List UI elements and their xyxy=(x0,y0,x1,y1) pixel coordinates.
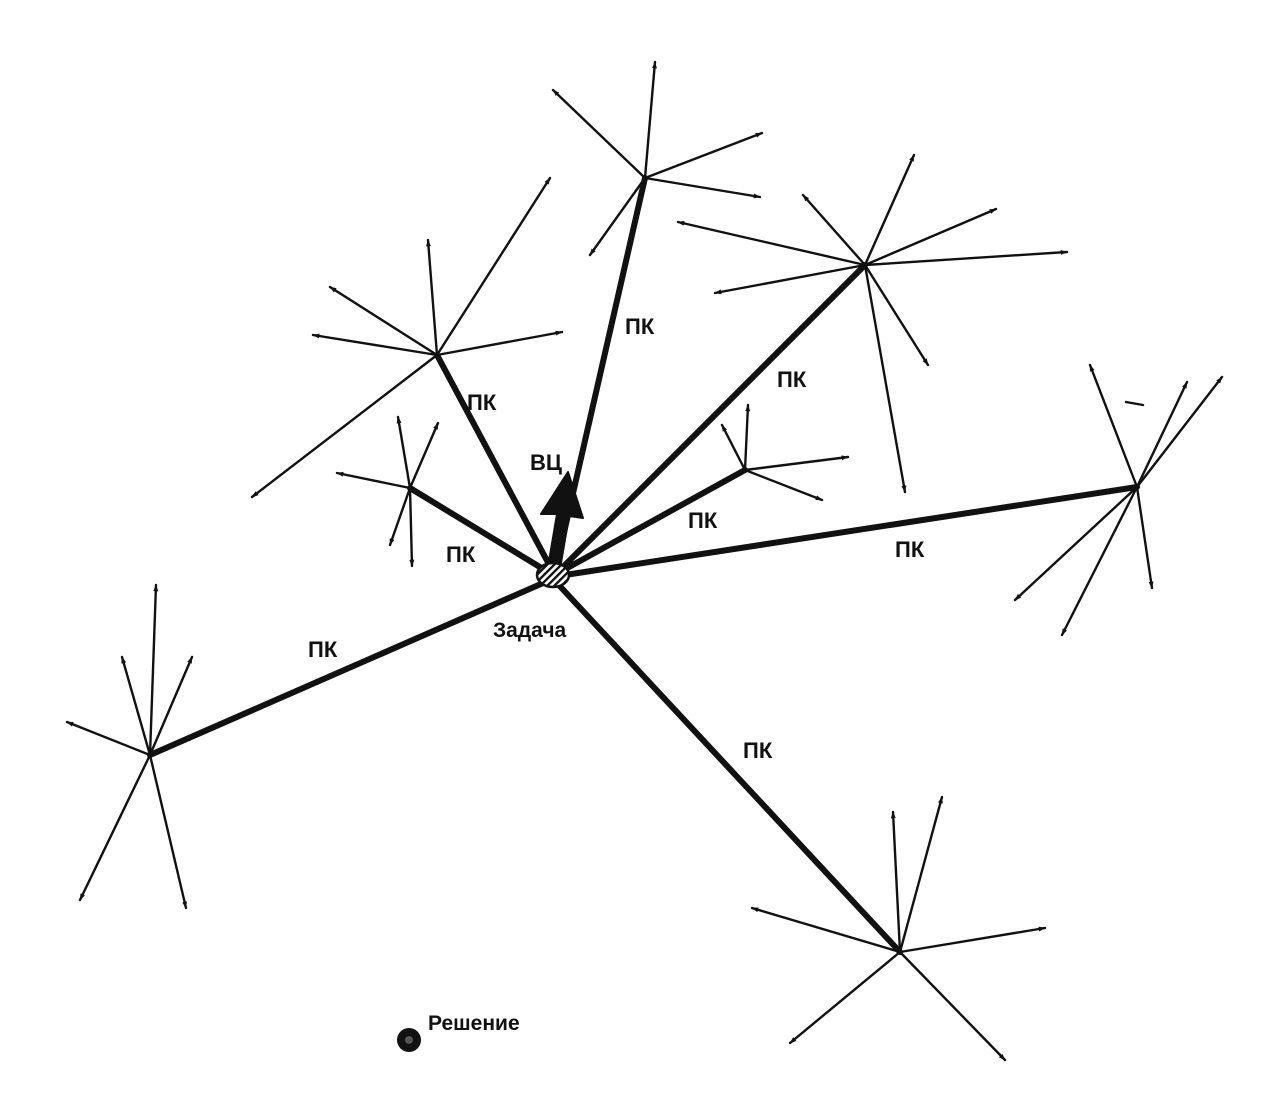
edge-label-small-right: ПК xyxy=(688,508,718,533)
edge-label-small-left: ПК xyxy=(446,542,476,567)
branch-hub-small-left xyxy=(335,415,440,568)
edge-label-far-right: ПК xyxy=(895,537,925,562)
edge-label-top: ПК xyxy=(625,314,655,339)
branch-hub-small-right xyxy=(720,403,850,502)
branch-hub-far-left xyxy=(65,583,194,910)
edge-label-upper-left: ПК xyxy=(467,390,497,415)
solution-label: Решение xyxy=(428,1012,520,1035)
branch-hub-upper-right xyxy=(676,153,1069,494)
edge-to-far-left xyxy=(147,577,553,758)
main-vector-label: ВЦ xyxy=(530,450,562,475)
problem-label: Задача xyxy=(493,619,567,642)
edge-to-bottom-right xyxy=(553,579,903,955)
edge-label-bottom-right: ПК xyxy=(743,738,773,763)
edge-label-upper-right: ПК xyxy=(777,367,807,392)
edge-label-far-left: ПК xyxy=(308,637,338,662)
problem-node xyxy=(535,561,571,589)
branch-hub-upper-left xyxy=(250,176,564,499)
main-vector-shaft xyxy=(540,471,584,570)
edge-to-far-right xyxy=(562,484,1140,578)
branch-hub-top xyxy=(551,60,764,257)
solution-node xyxy=(397,1028,421,1052)
edge-to-small-right xyxy=(557,467,748,575)
edges-group xyxy=(147,175,1140,955)
edge-to-upper-right xyxy=(557,262,868,573)
branch-hub-far-right xyxy=(1013,363,1224,637)
edge-to-upper-left xyxy=(434,352,555,573)
edge-to-small-left xyxy=(407,485,551,575)
branch-hub-bottom-right xyxy=(750,795,1047,1062)
main-vector-arrow xyxy=(540,471,584,570)
